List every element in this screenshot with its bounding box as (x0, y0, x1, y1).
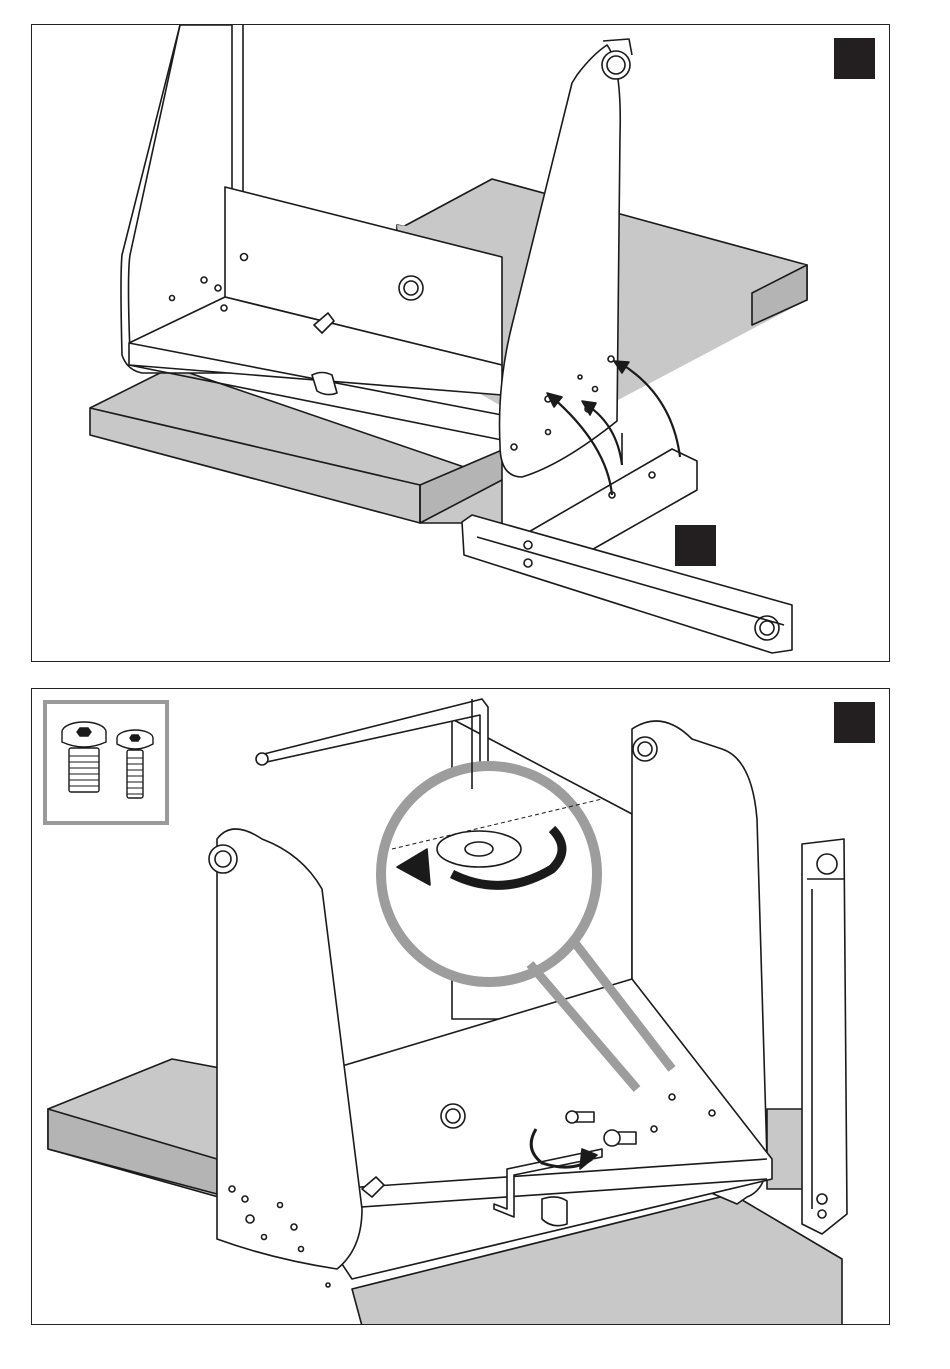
cam-lock-icon (399, 276, 423, 300)
assembly-illustration-2 (32, 689, 890, 1325)
left-side-panel (217, 829, 362, 1269)
cam-disc-icon (437, 831, 521, 867)
cam-lock-icon (441, 1104, 465, 1128)
assembly-illustration-1 (32, 25, 890, 662)
step-panel-2 (31, 688, 890, 1325)
leg-foot (802, 839, 847, 1234)
step-panel-1 (31, 24, 890, 662)
leg-foot (462, 515, 792, 653)
screw-icon (604, 1130, 636, 1146)
bolt-icon (566, 1111, 594, 1123)
